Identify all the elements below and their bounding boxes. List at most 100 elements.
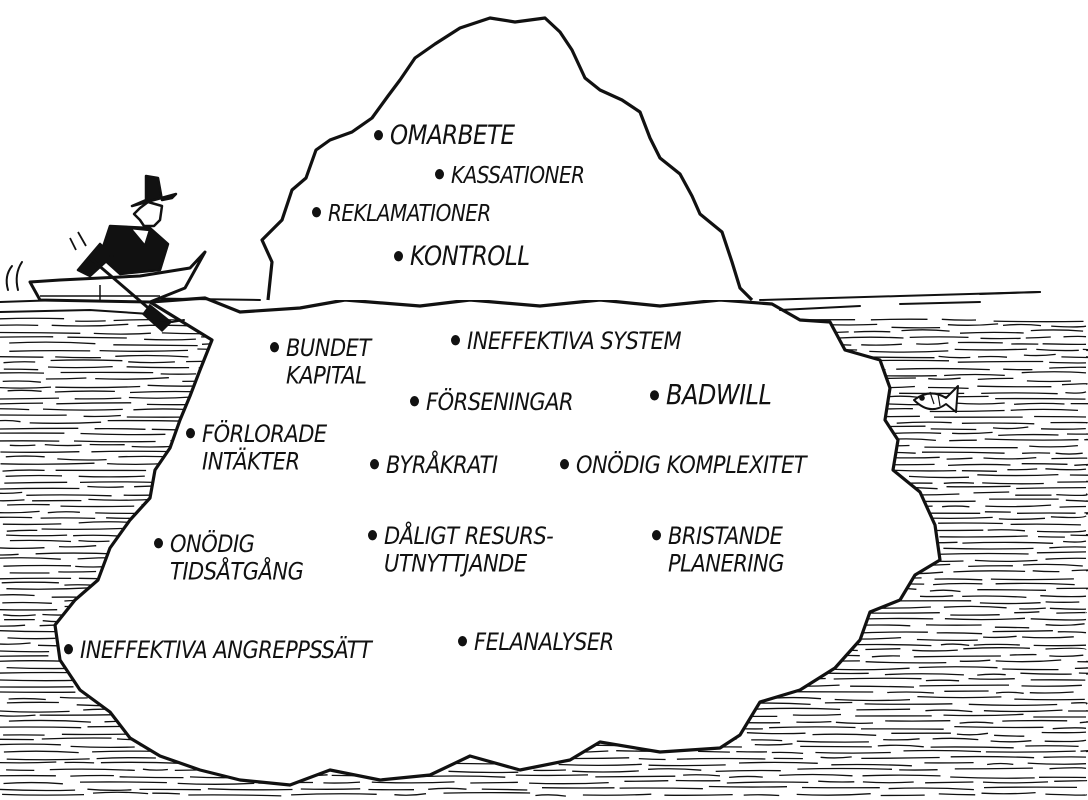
water-stroke <box>977 385 1052 388</box>
water-stroke <box>5 474 63 477</box>
water-stroke <box>896 367 990 371</box>
water-stroke <box>862 774 941 777</box>
water-stroke <box>1054 779 1088 782</box>
water-stroke <box>0 499 25 502</box>
water-stroke <box>45 377 87 380</box>
water-stroke <box>968 703 1058 706</box>
water-stroke <box>0 655 49 657</box>
water-stroke <box>6 529 38 532</box>
water-stroke <box>774 696 822 700</box>
water-stroke <box>912 649 958 652</box>
water-stroke <box>1071 569 1088 572</box>
water-stroke <box>529 781 609 785</box>
water-stroke <box>1049 767 1087 770</box>
water-stroke <box>982 781 1049 784</box>
water-stroke <box>3 750 79 754</box>
water-stroke <box>930 746 1014 749</box>
water-stroke <box>995 582 1075 586</box>
water-stroke <box>1023 563 1083 567</box>
water-stroke <box>126 366 190 369</box>
water-stroke <box>79 781 167 784</box>
water-stroke <box>853 330 891 333</box>
water-stroke <box>1052 727 1087 730</box>
water-stroke <box>952 431 993 435</box>
water-stroke <box>0 743 61 746</box>
water-stroke <box>41 527 126 530</box>
water-stroke <box>9 341 96 345</box>
bullet-dot <box>652 530 661 541</box>
water-stroke <box>883 738 920 741</box>
water-stroke <box>746 732 806 735</box>
water-stroke <box>1026 380 1072 383</box>
water-stroke <box>715 769 781 773</box>
water-stroke <box>1061 356 1088 359</box>
water-stroke <box>942 505 970 508</box>
water-stroke <box>29 421 102 424</box>
water-stroke <box>998 517 1046 520</box>
water-stroke <box>1056 493 1088 497</box>
water-stroke <box>968 677 1015 680</box>
water-stroke <box>3 564 72 567</box>
water-stroke <box>0 788 76 792</box>
water-stroke <box>422 775 506 778</box>
water-stroke <box>572 770 639 773</box>
water-stroke <box>698 750 730 753</box>
water-stroke <box>1002 323 1042 327</box>
water-stroke <box>128 361 175 364</box>
water-stroke <box>428 787 467 790</box>
label-badwill: BADWILL <box>650 381 772 409</box>
water-stroke <box>93 332 151 335</box>
water-stroke <box>812 733 877 736</box>
water-stroke <box>1056 611 1087 614</box>
water-stroke <box>943 605 1007 609</box>
water-stroke <box>3 361 36 364</box>
water-stroke <box>833 677 922 680</box>
water-stroke <box>929 589 961 593</box>
water-stroke <box>992 630 1053 633</box>
water-stroke <box>982 482 1044 485</box>
water-stroke <box>115 354 189 358</box>
water-stroke <box>939 535 1028 538</box>
water-stroke <box>751 707 841 711</box>
water-stroke <box>56 402 132 405</box>
water-stroke <box>0 427 79 430</box>
water-stroke <box>0 714 36 717</box>
water-stroke <box>1034 415 1087 418</box>
water-stroke <box>3 781 63 785</box>
water-stroke <box>80 432 166 436</box>
bullet-dot <box>394 251 403 262</box>
water-stroke <box>113 344 198 347</box>
water-stroke <box>815 751 891 754</box>
water-stroke <box>1036 529 1087 533</box>
water-stroke <box>49 768 135 772</box>
water-stroke <box>107 419 188 422</box>
water-stroke <box>78 475 145 478</box>
water-stroke <box>729 775 763 779</box>
water-stroke <box>58 545 97 548</box>
water-stroke <box>26 494 112 497</box>
water-stroke <box>9 349 91 352</box>
bullet-dot <box>370 459 379 470</box>
label-bundet-kapital: BUNDET KAPITAL <box>270 334 371 389</box>
person-rowing-icon <box>69 174 178 278</box>
water-stroke <box>973 643 1020 646</box>
water-stroke <box>934 552 1029 556</box>
water-stroke <box>916 342 949 345</box>
water-stroke <box>708 785 788 788</box>
water-stroke <box>0 462 95 465</box>
water-stroke <box>792 713 842 716</box>
water-stroke <box>981 392 1058 395</box>
water-stroke <box>87 788 132 791</box>
water-stroke <box>796 720 832 723</box>
water-stroke <box>984 438 1079 441</box>
water-stroke <box>0 402 44 405</box>
water-stroke <box>1045 557 1087 560</box>
label-onodig-komplexitet: ONÖDIG KOMPLEXITET <box>560 451 807 479</box>
water-stroke <box>928 377 961 380</box>
water-stroke <box>977 355 1008 358</box>
water-stroke <box>1029 444 1078 448</box>
water-stroke <box>941 318 977 321</box>
water-stroke <box>954 725 1044 729</box>
water-stroke <box>1033 644 1087 647</box>
